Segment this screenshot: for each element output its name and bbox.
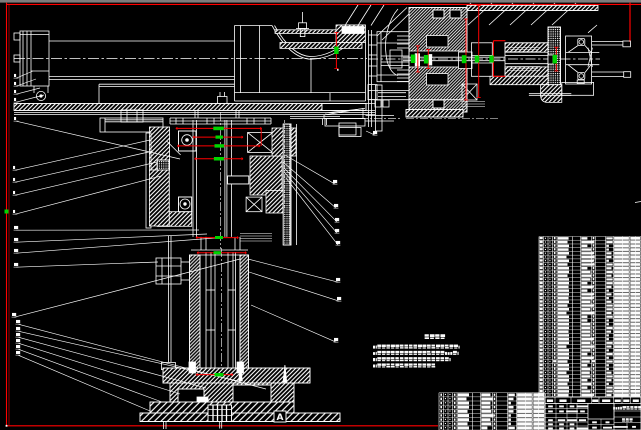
callout-number[interactable] bbox=[16, 350, 21, 354]
callout-leader-line[interactable] bbox=[15, 139, 151, 171]
grip-handle[interactable] bbox=[214, 373, 224, 377]
callout-number[interactable] bbox=[14, 73, 17, 77]
callout-number[interactable] bbox=[13, 209, 16, 213]
callout-leader-line[interactable] bbox=[16, 237, 216, 254]
callout-leader-line[interactable] bbox=[15, 150, 154, 183]
selection-grips[interactable] bbox=[4, 46, 558, 377]
callout-leader-line[interactable] bbox=[18, 348, 163, 403]
callout-leader-line[interactable] bbox=[16, 233, 208, 243]
callout-leader-line[interactable] bbox=[16, 120, 181, 160]
callout-number[interactable] bbox=[14, 225, 19, 229]
bom-table bbox=[438, 236, 641, 430]
title-block bbox=[544, 396, 641, 430]
callout-leader-line[interactable] bbox=[16, 70, 34, 79]
grip-handle[interactable] bbox=[4, 209, 9, 214]
callout-leader-line[interactable] bbox=[16, 87, 41, 95]
grip-handle[interactable] bbox=[213, 251, 222, 255]
callout-number[interactable] bbox=[335, 228, 340, 232]
grip-handle[interactable] bbox=[334, 46, 339, 55]
callout-number[interactable] bbox=[12, 312, 17, 316]
callout-leader-line[interactable] bbox=[14, 258, 241, 318]
grip-handle[interactable] bbox=[423, 55, 429, 64]
callout-leader-line[interactable] bbox=[282, 161, 337, 209]
callout-number[interactable] bbox=[16, 332, 21, 336]
callout-leaders[interactable] bbox=[11, 70, 378, 412]
callout-number[interactable] bbox=[335, 217, 340, 221]
callout-number[interactable] bbox=[14, 116, 17, 120]
callout-number[interactable] bbox=[334, 203, 339, 207]
callout-leader-line[interactable] bbox=[283, 167, 338, 223]
callout-leader-line[interactable] bbox=[250, 304, 337, 343]
callout-number[interactable] bbox=[333, 179, 338, 183]
callout-leader-line[interactable] bbox=[16, 261, 159, 268]
callout-leader-line[interactable] bbox=[18, 354, 151, 412]
callout-number[interactable] bbox=[337, 296, 342, 300]
callout-leader-line[interactable] bbox=[284, 154, 336, 185]
callout-leader-line[interactable] bbox=[285, 177, 339, 246]
grip-handle[interactable] bbox=[410, 54, 416, 64]
callout-number[interactable] bbox=[16, 344, 21, 348]
callout-leader-line[interactable] bbox=[16, 94, 45, 103]
callout-leader-line[interactable] bbox=[18, 342, 181, 395]
callout-leader-line[interactable] bbox=[16, 78, 37, 87]
section-label-text: A bbox=[277, 413, 284, 423]
view-side-ram-assembly[interactable] bbox=[13, 12, 406, 137]
callout-number[interactable] bbox=[14, 248, 19, 252]
grip-handle[interactable] bbox=[215, 135, 224, 139]
callout-leader-line[interactable] bbox=[15, 161, 158, 196]
grip-handle[interactable] bbox=[213, 157, 224, 161]
callout-number[interactable] bbox=[14, 81, 17, 85]
callout-number[interactable] bbox=[13, 177, 16, 181]
callout-leader-line[interactable] bbox=[15, 175, 162, 215]
callout-number[interactable] bbox=[16, 326, 21, 330]
grip-handle[interactable] bbox=[474, 55, 480, 63]
callout-number[interactable] bbox=[16, 338, 21, 342]
technical-notes bbox=[373, 334, 460, 368]
callout-leader-line[interactable] bbox=[18, 336, 207, 389]
grip-handle[interactable] bbox=[552, 54, 557, 64]
callout-leader-line[interactable] bbox=[248, 271, 340, 302]
grip-handle[interactable] bbox=[213, 126, 224, 131]
callout-number[interactable] bbox=[16, 319, 21, 323]
callout-number[interactable] bbox=[373, 130, 378, 134]
callout-number[interactable] bbox=[336, 277, 341, 281]
view-vertical-spindle-head[interactable] bbox=[139, 108, 366, 430]
window-top-strip bbox=[0, 0, 641, 3]
callout-leader-line[interactable] bbox=[284, 172, 338, 234]
callout-leader-line[interactable] bbox=[18, 330, 239, 382]
callout-number[interactable] bbox=[336, 240, 341, 244]
callout-number[interactable] bbox=[13, 165, 16, 169]
grip-handle[interactable] bbox=[461, 55, 467, 64]
grip-handle[interactable] bbox=[215, 236, 223, 239]
callout-leader-line[interactable] bbox=[365, 130, 376, 136]
section-label: A bbox=[277, 413, 284, 423]
selected-dimensions[interactable] bbox=[175, 5, 559, 377]
drawing-frame bbox=[5, 2, 641, 427]
callout-number[interactable] bbox=[13, 190, 16, 194]
callout-number[interactable] bbox=[14, 237, 19, 241]
callout-leader-line[interactable] bbox=[247, 258, 339, 283]
grip-handle[interactable] bbox=[214, 144, 225, 148]
callout-number[interactable] bbox=[14, 262, 19, 266]
grip-handle[interactable] bbox=[489, 55, 494, 63]
callout-number[interactable] bbox=[334, 337, 339, 341]
callout-number[interactable] bbox=[14, 89, 17, 93]
callout-number[interactable] bbox=[14, 97, 17, 101]
